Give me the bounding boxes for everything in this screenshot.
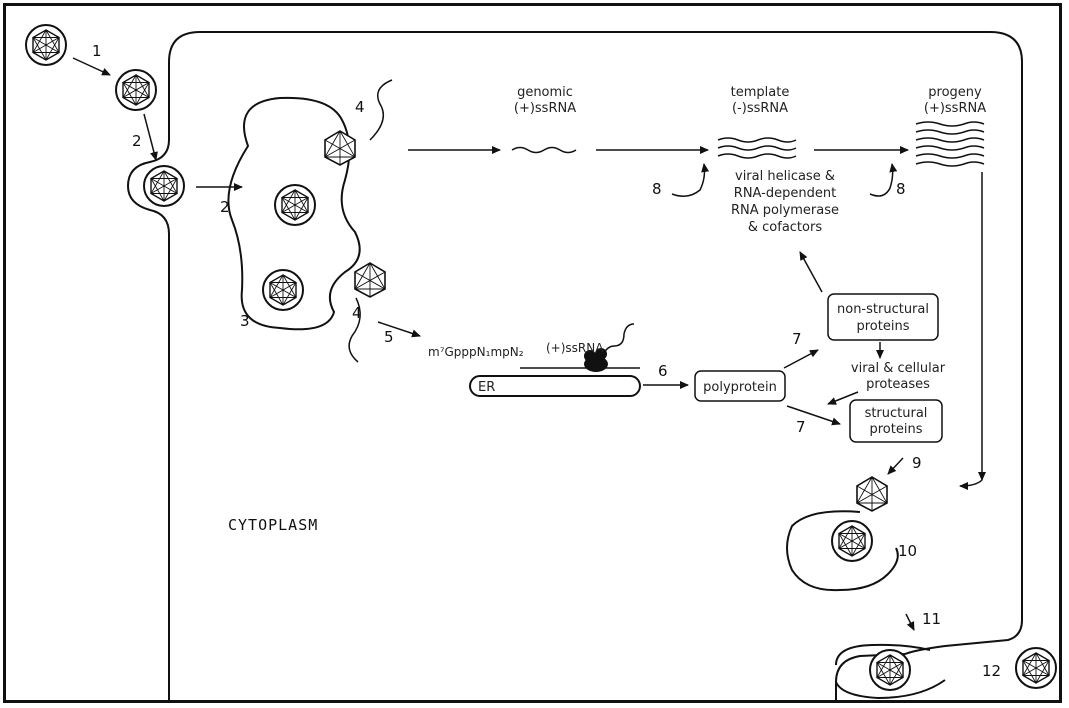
- label-progeny-ssrna: (+)ssRNA: [924, 101, 986, 116]
- genomic-rna-icon: [511, 146, 577, 154]
- virion-icon: [143, 165, 185, 207]
- progeny-rna-icon: [915, 121, 985, 167]
- virion-icon: [25, 24, 67, 66]
- step-number: 8: [652, 180, 662, 198]
- label-structural-2: proteins: [870, 422, 923, 437]
- step-number: 1: [92, 42, 102, 60]
- non-structural-box: [827, 293, 939, 341]
- uncoating-capsid-icon: [354, 262, 386, 298]
- virion-icon: [274, 184, 316, 226]
- label-cap: m⁷GpppN₁mpN₂: [428, 345, 524, 359]
- step-number: 4: [355, 98, 365, 116]
- label-helicase-2: RNA-dependent: [734, 186, 836, 201]
- endosome: [227, 96, 361, 331]
- label-cytoplasm: CYTOPLASM: [228, 516, 318, 534]
- step-number: 11: [922, 610, 941, 628]
- label-proteases-1: viral & cellular: [851, 361, 946, 376]
- label-helicase-1: viral helicase &: [735, 169, 835, 184]
- arrow-9-progeny: [959, 479, 983, 490]
- label-nonstructural-1: non-structural: [837, 302, 929, 317]
- label-proteases-2: proteases: [866, 377, 930, 392]
- cell-membrane: [126, 31, 1023, 700]
- label-helicase-4: & cofactors: [748, 220, 822, 235]
- label-nonstructural-2: proteins: [857, 319, 910, 334]
- label-template-ssrna: (-)ssRNA: [732, 101, 788, 116]
- arrows: [72, 57, 986, 631]
- step-number: 2: [220, 198, 230, 216]
- arrow-8-left: [671, 163, 710, 197]
- label-structural-1: structural: [865, 406, 928, 421]
- step-number: 4: [352, 304, 362, 322]
- label-polyprotein: polyprotein: [703, 380, 777, 395]
- step-number: 5: [384, 328, 394, 346]
- assembled-capsid-icon: [856, 476, 888, 512]
- step-number: 3: [240, 312, 250, 330]
- virion-icon: [1015, 647, 1057, 689]
- polyprotein-box: [694, 370, 786, 402]
- step-number: 6: [658, 362, 668, 380]
- ribosome-icon: [584, 348, 608, 372]
- label-template: template: [731, 85, 790, 100]
- virion-icon: [831, 520, 873, 562]
- image-frame: [3, 3, 1062, 703]
- step-number: 9: [912, 454, 922, 472]
- structural-box: [849, 399, 943, 443]
- label-helicase-3: RNA polymerase: [731, 203, 839, 218]
- step-number: 7: [792, 330, 802, 348]
- step-number: 8: [896, 180, 906, 198]
- rna-strand: [348, 297, 361, 363]
- label-er: ER: [478, 380, 495, 395]
- arrow-8-right: [869, 163, 898, 197]
- label-progeny: progeny: [928, 85, 982, 100]
- label-genomic: genomic: [517, 85, 573, 100]
- step-number: 7: [796, 418, 806, 436]
- virion-icon: [115, 69, 157, 111]
- er-membrane: [469, 375, 641, 397]
- virion-icon: [262, 269, 304, 311]
- label-ssrna: (+)ssRNA: [546, 341, 604, 355]
- step-number: 12: [982, 662, 1001, 680]
- uncoating-capsid-icon: [324, 130, 356, 166]
- nascent-peptide: [599, 323, 635, 361]
- label-genomic-ssrna: (+)ssRNA: [514, 101, 576, 116]
- budding-vesicle: [786, 510, 899, 592]
- rna-strand: [369, 79, 393, 141]
- exit-vesicle: [835, 643, 946, 700]
- step-number: 10: [898, 542, 917, 560]
- virion-icon: [869, 649, 911, 691]
- step-number: 2: [132, 132, 142, 150]
- template-rna-icon: [717, 137, 797, 159]
